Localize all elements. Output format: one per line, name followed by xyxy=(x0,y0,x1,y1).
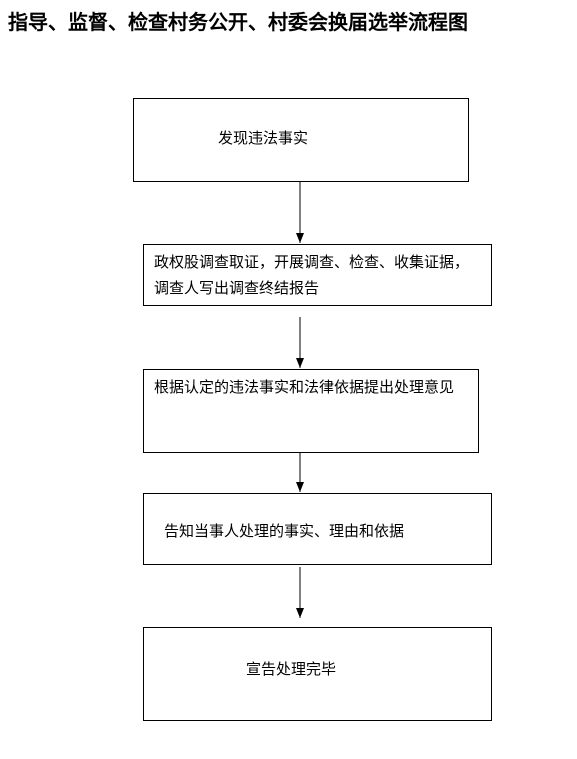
step-text: 根据认定的违法事实和法律依据提出处理意见 xyxy=(154,378,455,396)
step-box-notify-party: 告知当事人处理的事实、理由和依据 xyxy=(143,493,492,565)
arrowhead-2 xyxy=(296,358,304,368)
step-text: 发现违法事实 xyxy=(218,129,309,147)
step-box-discover-violation: 发现违法事实 xyxy=(133,98,469,182)
step-text: 宣告处理完毕 xyxy=(246,660,337,678)
step-box-investigation: 政权股调查取证，开展调查、检查、收集证据，调查人写出调查终结报告 xyxy=(143,244,492,306)
step-text: 政权股调查取证，开展调查、检查、收集证据，调查人写出调查终结报告 xyxy=(154,253,470,297)
arrowhead-1 xyxy=(296,233,304,243)
arrowhead-3 xyxy=(296,482,304,492)
step-text: 告知当事人处理的事实、理由和依据 xyxy=(164,522,405,540)
arrowhead-4 xyxy=(296,608,304,618)
page-title: 指导、监督、检查村务公开、村委会换届选举流程图 xyxy=(8,10,468,34)
step-box-handling-opinion: 根据认定的违法事实和法律依据提出处理意见 xyxy=(143,369,479,453)
step-box-complete: 宣告处理完毕 xyxy=(143,627,492,721)
